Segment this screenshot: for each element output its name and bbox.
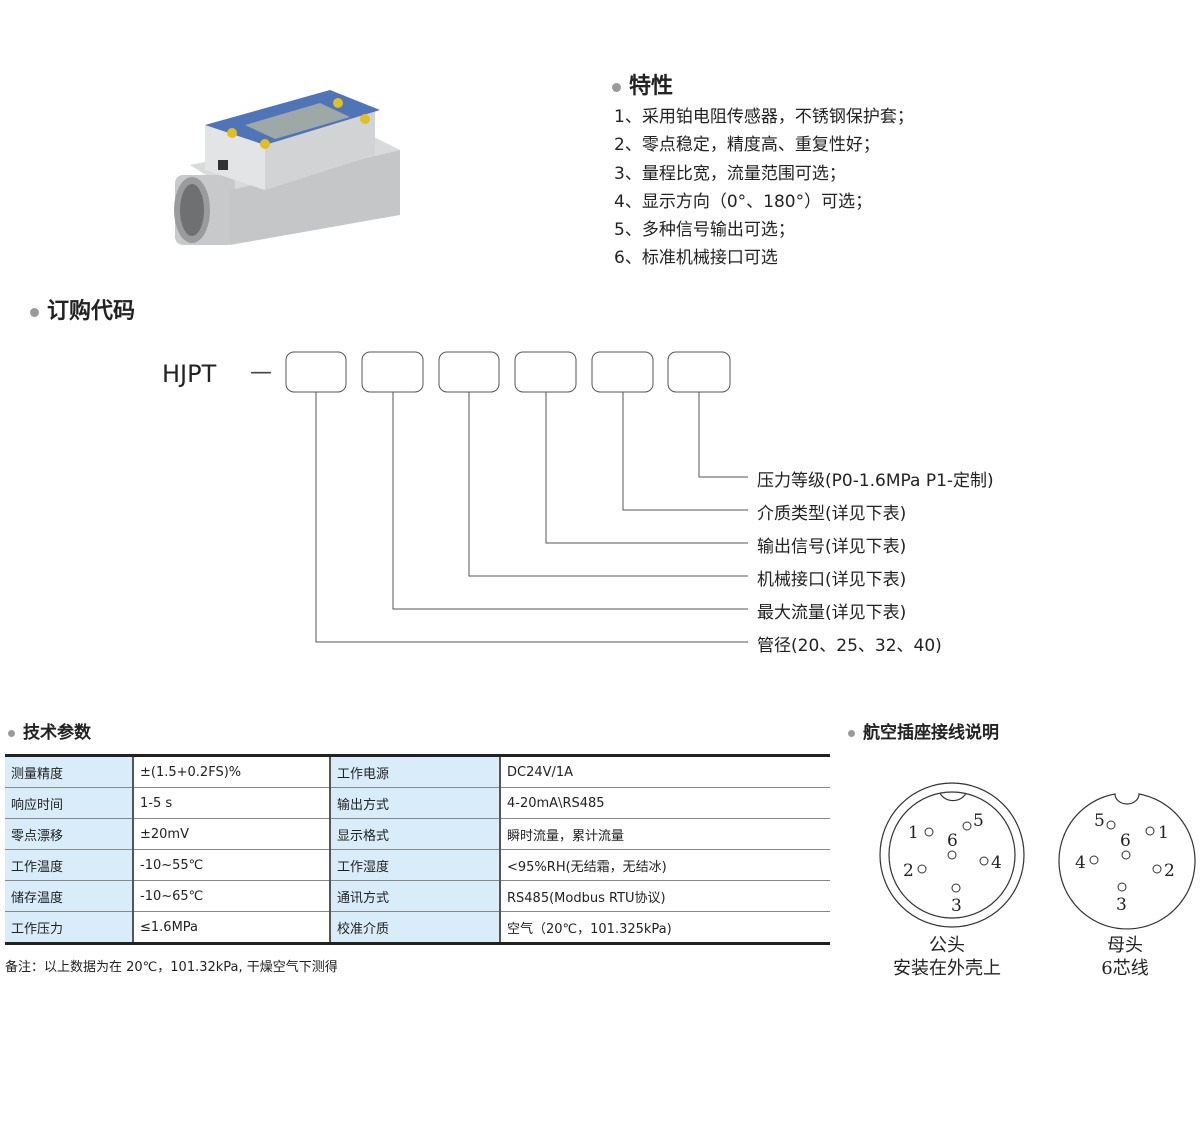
spec-value: 4-20mA\RS485 [499, 787, 830, 819]
code-field-label: 机械接口(详见下表) [757, 570, 907, 590]
code-field-label: 压力等级(P0-1.6MPa P1-定制) [757, 471, 994, 491]
spec-value: -10~65℃ [132, 880, 330, 912]
male-caption-line1: 公头 [929, 935, 965, 956]
female-caption-line2: 6芯线 [1101, 958, 1149, 979]
order-code-diagram [285, 351, 748, 643]
spec-label: 测量精度 [5, 755, 133, 788]
pin-label: 1 [1158, 823, 1169, 843]
order-code-title: 订购代码 [47, 299, 136, 324]
pin-label: 6 [947, 831, 958, 851]
leader-line [622, 392, 748, 511]
spec-value: 瞬时流量，累计流量 [499, 818, 830, 850]
connector-diagram: 1 2 3 4 5 6 1 2 3 4 5 6 [879, 782, 1196, 930]
spec-value: 1-5 s [132, 787, 330, 819]
code-field-label: 管径(20、25、32、40) [757, 636, 942, 656]
order-code-prefix: HJPT [162, 360, 217, 388]
feature-item: 3、量程比宽，流量范围可选； [614, 163, 846, 184]
leader-line [392, 392, 748, 610]
spec-label: 输出方式 [329, 787, 500, 819]
spec-label: 通讯方式 [329, 880, 500, 912]
spec-value: ≤1.6MPa [132, 911, 330, 944]
connector-title: 航空插座接线说明 [863, 723, 999, 743]
order-code-dash: — [250, 360, 272, 385]
spec-value: <95%RH(无结霜，无结冰) [499, 849, 830, 881]
feature-item: 5、多种信号输出可选； [614, 220, 795, 241]
pin-label: 2 [903, 861, 914, 881]
code-box [285, 351, 347, 393]
feature-item: 6、标准机械接口可选 [614, 248, 778, 269]
pin-label: 3 [951, 896, 962, 916]
male-caption: 公头 安装在外壳上 [852, 934, 1042, 980]
spec-label: 工作温度 [5, 849, 133, 881]
code-field-label: 最大流量(详见下表) [757, 603, 907, 623]
spec-label: 零点漂移 [5, 818, 133, 850]
male-caption-line2: 安装在外壳上 [893, 958, 1001, 979]
code-box [514, 351, 577, 393]
spec-value: RS485(Modbus RTU协议) [499, 880, 830, 912]
pin-label: 6 [1120, 831, 1131, 851]
female-caption-line1: 母头 [1107, 935, 1143, 956]
feature-item: 2、零点稳定，精度高、重复性好； [614, 135, 880, 156]
spec-label: 校准介质 [329, 911, 500, 944]
spec-value: 空气（20℃，101.325kPa) [499, 911, 830, 944]
pin-label: 5 [1094, 811, 1105, 831]
spec-label: 响应时间 [5, 787, 133, 819]
pin-label: 4 [1075, 853, 1086, 873]
spec-label: 工作电源 [329, 755, 500, 788]
leader-line [315, 392, 748, 643]
pin-label: 3 [1116, 895, 1127, 915]
spec-value: ±20mV [132, 818, 330, 850]
feature-item: 4、显示方向（0°、180°）可选； [614, 191, 873, 212]
pin-label: 4 [991, 853, 1002, 873]
features-list: 1、采用铂电阻传感器，不锈钢保护套； 2、零点稳定，精度高、重复性好； 3、量程… [614, 103, 914, 273]
male-connector-outer [879, 782, 1025, 928]
bullet-icon [612, 82, 621, 92]
spec-label: 工作湿度 [329, 849, 500, 881]
code-box [667, 351, 731, 393]
spec-value: DC24V/1A [499, 755, 830, 788]
specs-note: 备注：以上数据为在 20℃，101.32kPa, 干燥空气下测得 [5, 960, 338, 975]
spec-label: 显示格式 [329, 818, 500, 850]
pin-label: 5 [973, 811, 984, 831]
leader-line [468, 392, 748, 577]
features-heading: 特性 [612, 68, 673, 100]
leader-line [545, 392, 748, 544]
code-box [361, 351, 424, 393]
product-image [174, 90, 400, 245]
code-box [438, 351, 500, 393]
spec-label: 储存温度 [5, 880, 133, 912]
male-key-notch [939, 792, 967, 802]
female-connector-outline [1058, 793, 1196, 930]
code-field-label: 介质类型(详见下表) [757, 504, 907, 524]
specs-title: 技术参数 [23, 723, 91, 743]
female-caption: 母头 6芯线 [1065, 934, 1185, 980]
connector-heading: 航空插座接线说明 [848, 718, 999, 743]
bullet-icon [8, 729, 15, 737]
code-box [591, 351, 654, 393]
spec-value: ±(1.5+0.2FS)% [132, 755, 330, 788]
leader-line [698, 392, 748, 478]
spec-label: 工作压力 [5, 911, 133, 944]
male-connector-inner [888, 791, 1016, 919]
code-field-label: 输出信号(详见下表) [757, 537, 907, 557]
bullet-icon [848, 729, 855, 737]
pin-label: 1 [908, 823, 919, 843]
spec-value: -10~55℃ [132, 849, 330, 881]
pin-label: 2 [1164, 861, 1175, 881]
features-title: 特性 [629, 74, 674, 99]
specs-heading: 技术参数 [8, 718, 91, 743]
feature-item: 1、采用铂电阻传感器，不锈钢保护套； [614, 107, 914, 127]
bullet-icon [30, 307, 39, 317]
order-code-heading: 订购代码 [30, 293, 135, 325]
